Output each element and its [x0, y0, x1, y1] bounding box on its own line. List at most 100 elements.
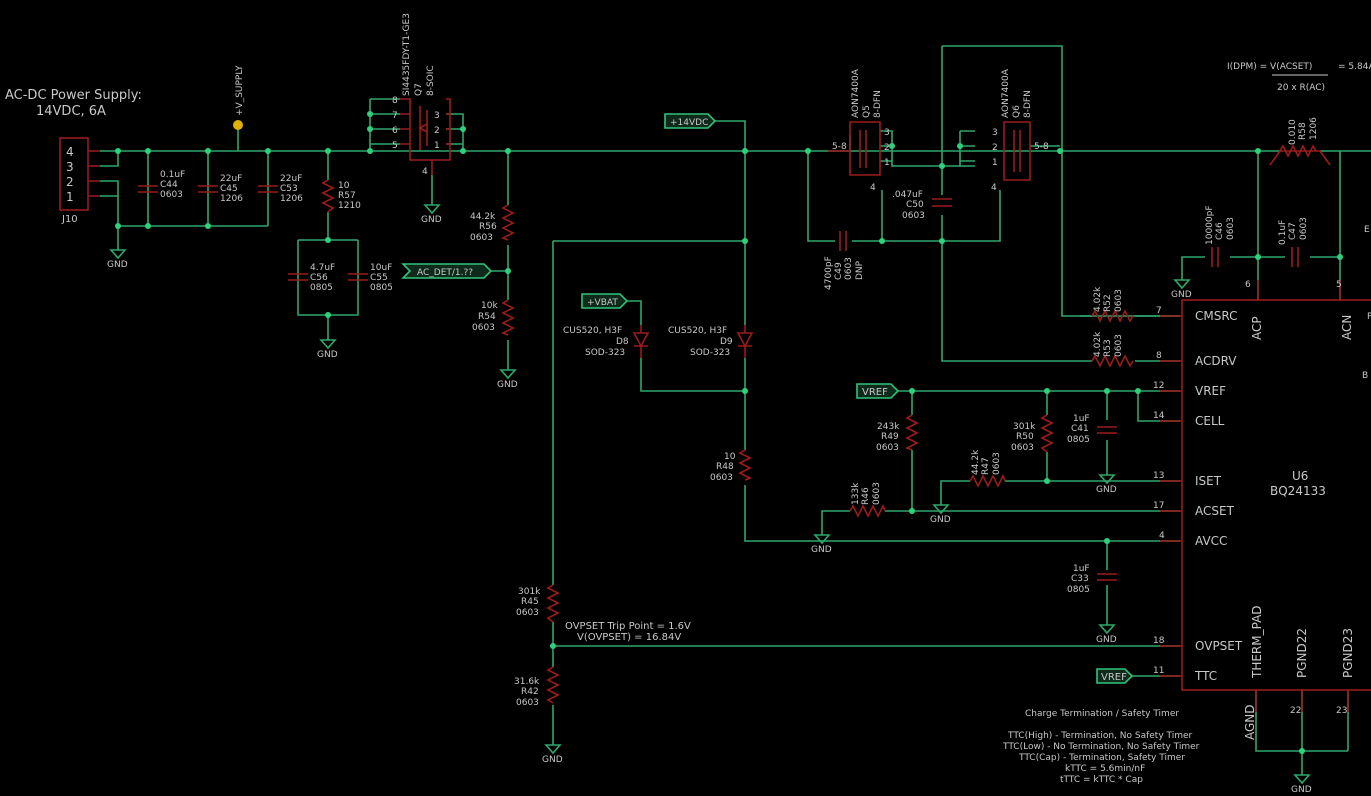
svg-text:243k: 243k — [877, 422, 900, 432]
flag-ac-det: AC_DET/1.?? — [401, 263, 493, 279]
svg-text:22uF: 22uF — [280, 174, 302, 184]
svg-text:8-SOIC: 8-SOIC — [426, 65, 436, 96]
resistor-r49: 243k R49 0603 — [876, 414, 919, 453]
svg-text:C55: C55 — [370, 273, 388, 283]
resistor-r42: 31.6k R42 0603 — [514, 666, 560, 708]
svg-text:GND: GND — [317, 350, 338, 360]
svg-text:0603: 0603 — [710, 473, 733, 483]
resistor-r56: 44.2k R56 0603 — [470, 204, 515, 243]
svg-text:4.02k: 4.02k — [1093, 331, 1103, 357]
svg-text:R48: R48 — [716, 462, 734, 472]
svg-text:R49: R49 — [881, 432, 899, 442]
svg-text:CUS520, H3F: CUS520, H3F — [668, 326, 727, 336]
svg-text:+VBAT: +VBAT — [587, 298, 618, 308]
svg-text:GND: GND — [1171, 290, 1192, 300]
ground-symbols — [109, 204, 1311, 785]
svg-text:22uF: 22uF — [220, 174, 242, 184]
svg-text:R46: R46 — [861, 487, 871, 505]
svg-text:R53: R53 — [1103, 339, 1113, 357]
svg-text:10000pF: 10000pF — [1205, 205, 1215, 245]
svg-text:CMSRC: CMSRC — [1195, 309, 1237, 323]
flag-14vdc: +14VDC — [664, 113, 717, 129]
svg-text:Q6: Q6 — [1012, 105, 1022, 118]
resistor-r58: 0.010 R58 1206 — [1269, 117, 1331, 166]
svg-text:TTC: TTC — [1194, 669, 1217, 683]
svg-text:OVPSET: OVPSET — [1195, 639, 1243, 653]
svg-text:0603: 0603 — [1114, 289, 1124, 312]
svg-text:ACSET: ACSET — [1195, 504, 1235, 518]
cap-c44: 0.1uF C44 0603 — [138, 170, 185, 200]
svg-text:ACN: ACN — [1340, 315, 1354, 340]
svg-text:E: E — [1364, 225, 1370, 235]
svg-text:3: 3 — [884, 128, 890, 138]
ttc-notes: Charge Termination / Safety Timer TTC(Hi… — [1002, 709, 1200, 785]
svg-text:4: 4 — [422, 167, 428, 177]
cap-c55: 10uF C55 0805 — [348, 263, 393, 293]
svg-text:0603: 0603 — [876, 443, 899, 453]
svg-text:C44: C44 — [160, 180, 178, 190]
cap-c45: 22uF C45 1206 — [198, 174, 243, 204]
svg-text:4: 4 — [1159, 531, 1165, 541]
flag-vref-top: VREF — [856, 383, 900, 399]
connector-j10: 4 3 2 1 J10 — [59, 137, 100, 225]
svg-text:R57: R57 — [338, 191, 356, 201]
svg-text:C50: C50 — [906, 200, 924, 210]
svg-text:TTC(High) - Termination, No Sa: TTC(High) - Termination, No Safety Timer — [1007, 731, 1193, 741]
svg-text:0.1uF: 0.1uF — [160, 170, 185, 180]
resistor-r45: 301k R45 0603 — [516, 584, 560, 623]
svg-text:1uF: 1uF — [1073, 414, 1090, 424]
svg-text:R42: R42 — [521, 687, 539, 697]
svg-text:SOD-323: SOD-323 — [690, 348, 730, 358]
svg-text:TTC(Cap) - Termination, Safety: TTC(Cap) - Termination, Safety Timer — [1018, 753, 1185, 763]
ovpset-note: OVPSET Trip Point = 1.6V V(OVPSET) = 16.… — [565, 621, 691, 643]
cap-c47: 0.1uF C47 0603 — [1278, 217, 1309, 267]
svg-text:ACP: ACP — [1250, 316, 1264, 340]
svg-text:PGND22: PGND22 — [1295, 628, 1309, 678]
junctions — [115, 111, 1343, 754]
svg-text:TTC(Low) - No Termination, No: TTC(Low) - No Termination, No Safety Tim… — [1002, 742, 1200, 752]
svg-text:5: 5 — [392, 141, 398, 151]
svg-text:GND: GND — [1096, 635, 1117, 645]
svg-text:R45: R45 — [521, 597, 539, 607]
svg-text:Charge Termination / Safety Ti: Charge Termination / Safety Timer — [1025, 709, 1179, 719]
j10-pin-1: 1 — [66, 190, 74, 204]
svg-text:6: 6 — [1245, 280, 1251, 290]
svg-text:I(DPM) = V(ACSET): I(DPM) = V(ACSET) — [1227, 62, 1312, 72]
flag-vbat: +VBAT — [581, 293, 629, 309]
svg-text:V(OVPSET) = 16.84V: V(OVPSET) = 16.84V — [577, 632, 681, 643]
svg-text:Q5: Q5 — [862, 105, 872, 118]
mosfet-q5: 3 2 1 4 5-8 AON7400A Q5 8-DFN — [828, 68, 890, 193]
svg-text:0603: 0603 — [160, 190, 183, 200]
svg-text:8-DFN: 8-DFN — [873, 90, 883, 118]
svg-text:20 x R(AC): 20 x R(AC) — [1277, 83, 1325, 93]
svg-text:0603: 0603 — [1011, 443, 1034, 453]
svg-text:1: 1 — [992, 158, 998, 168]
svg-text:2: 2 — [434, 126, 440, 136]
svg-text:+14VDC: +14VDC — [670, 118, 708, 128]
svg-text:2: 2 — [992, 143, 998, 153]
svg-text:12: 12 — [1153, 381, 1164, 391]
cap-c56: 4.7uF C56 0805 — [288, 263, 335, 293]
svg-text:5-8: 5-8 — [1034, 142, 1049, 152]
svg-text:D9: D9 — [720, 337, 733, 347]
supply-title: AC-DC Power Supply: 14VDC, 6A — [5, 88, 142, 119]
diode-d9: CUS520, H3F D9 SOD-323 — [668, 325, 754, 358]
svg-text:0603: 0603 — [472, 323, 495, 333]
svg-text:17: 17 — [1153, 501, 1164, 511]
svg-text:44.2k: 44.2k — [971, 449, 981, 475]
svg-text:1206: 1206 — [280, 194, 303, 204]
svg-text:VREF: VREF — [1101, 672, 1127, 683]
cap-c41: 1uF C41 0805 — [1067, 414, 1117, 445]
svg-text:C56: C56 — [310, 273, 328, 283]
svg-text:THERM_PAD: THERM_PAD — [1250, 605, 1264, 679]
resistor-r54: 10k R54 0603 — [472, 299, 515, 336]
svg-text:1: 1 — [434, 141, 440, 151]
svg-text:.047uF: .047uF — [892, 190, 923, 200]
svg-text:C46: C46 — [1215, 222, 1225, 240]
svg-text:AVCC: AVCC — [1195, 534, 1227, 548]
svg-text:0603: 0603 — [872, 482, 882, 505]
svg-text:1: 1 — [884, 158, 890, 168]
supply-symbol: +V_SUPPLY — [233, 65, 245, 130]
svg-text:R58: R58 — [1298, 122, 1308, 140]
svg-text:0603: 0603 — [470, 233, 493, 243]
